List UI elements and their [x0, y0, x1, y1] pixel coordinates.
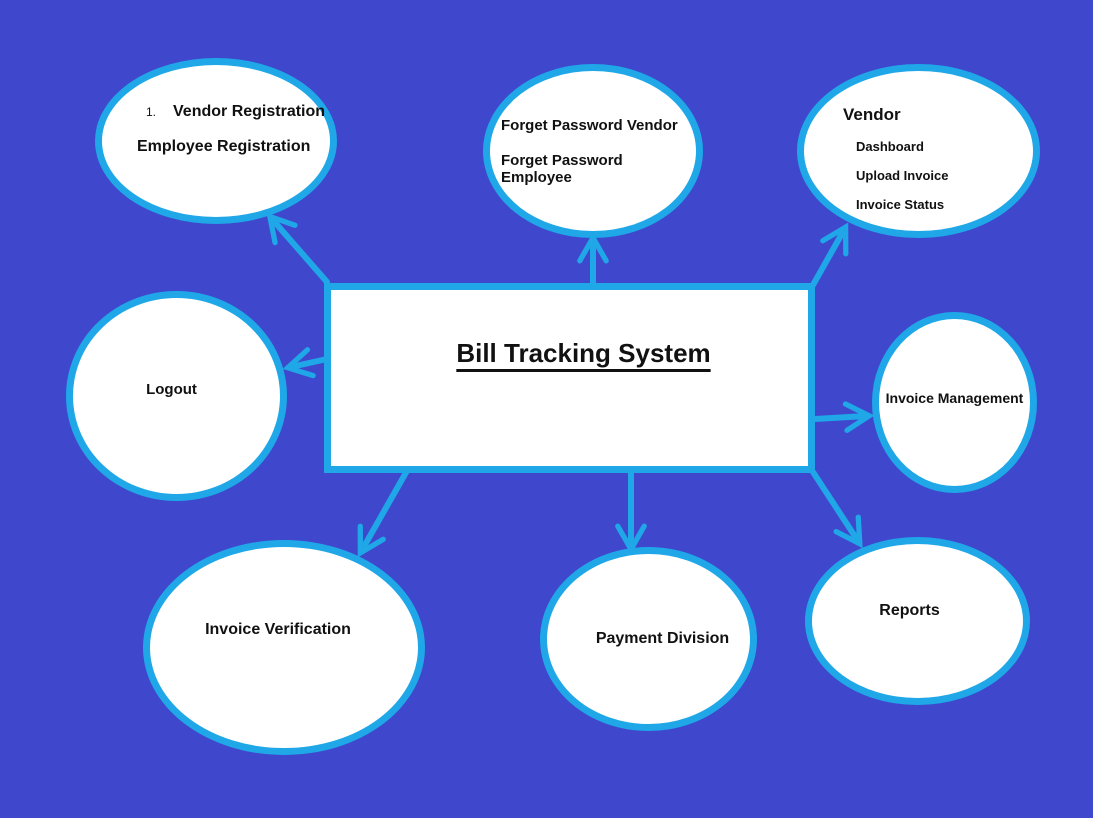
arrow-center-to-logout [282, 347, 330, 379]
diagram-title: Bill Tracking System [456, 338, 711, 368]
vendor-item-dashboard: Dashboard [856, 139, 924, 154]
payment-division-label: Payment Division [595, 630, 730, 647]
vendor-item-upload-invoice: Upload Invoice [856, 168, 949, 183]
node-forget-password: Forget Password Vendor Forget Password E… [483, 64, 703, 238]
node-reports: Reports [805, 537, 1030, 705]
forget-password-vendor-label: Forget Password Vendor [501, 117, 678, 134]
node-bill-tracking-system: Bill Tracking System [324, 283, 815, 473]
invoice-verification-label: Invoice Verification [205, 620, 351, 638]
forget-password-employee-label: Forget Password Employee [501, 152, 623, 186]
logout-label: Logout [146, 380, 197, 398]
invoice-management-label: Invoice Management [885, 389, 1024, 406]
node-invoice-management: Invoice Management [872, 312, 1037, 493]
list-number: 1. [146, 105, 157, 119]
employee-registration-label: Employee Registration [137, 138, 311, 155]
node-invoice-verification: Invoice Verification [143, 540, 425, 755]
vendor-heading: Vendor [843, 105, 901, 124]
registration-line-vendor: 1. Vendor Registration [146, 103, 330, 121]
reports-label: Reports [879, 602, 940, 619]
arrow-center-to-vendor [810, 222, 849, 288]
node-logout: Logout [66, 291, 287, 501]
node-registration: 1. Vendor Registration Employee Registrat… [95, 58, 337, 224]
arrow-center-to-registration [266, 212, 330, 285]
arrow-center-to-invoice-management [812, 401, 875, 433]
arrow-center-to-reports [810, 469, 863, 549]
arrow-center-to-invoice-verification [357, 466, 411, 558]
node-payment-division: Payment Division [540, 547, 757, 731]
vendor-item-invoice-status: Invoice Status [856, 197, 945, 212]
vendor-registration-label: Vendor Registration [173, 103, 326, 120]
node-vendor: Vendor Dashboard Upload Invoice Invoice … [797, 64, 1040, 238]
